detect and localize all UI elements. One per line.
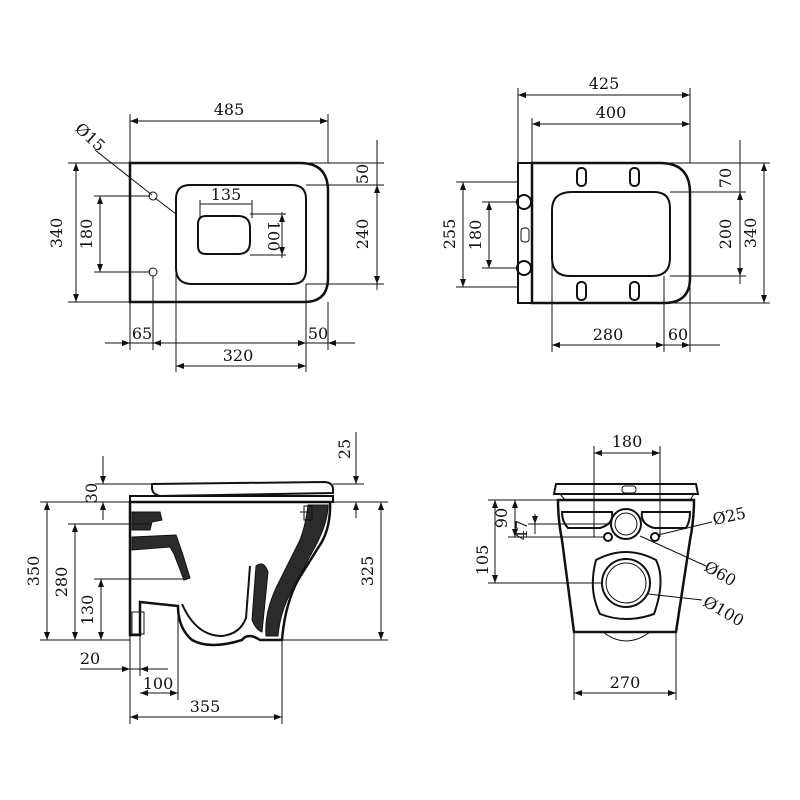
seat-hinge-bar bbox=[517, 162, 533, 304]
rear-seat bbox=[552, 483, 700, 495]
side-section-front bbox=[251, 563, 269, 633]
inlet-diameter-label: Ø60 bbox=[701, 557, 739, 590]
seat-front-gap-dimension: 70 bbox=[716, 168, 735, 188]
outlet-diameter-label: Ø100 bbox=[700, 592, 747, 630]
seat-outline bbox=[530, 161, 692, 305]
seat-view: 425 400 255 180 70 200 340 bbox=[440, 74, 770, 352]
side-view: 25 30 350 280 130 325 bbox=[24, 432, 388, 724]
rear-fixing-hole bbox=[650, 532, 660, 542]
seat-opening-length-dimension: 280 bbox=[593, 325, 624, 344]
hole-diameter-label: Ø15 bbox=[71, 119, 109, 156]
right-depth-dimension: 240 bbox=[353, 219, 372, 250]
top-view-bowl-rim bbox=[175, 184, 307, 285]
bowl-depth-dimension: 100 bbox=[264, 221, 283, 252]
seat-depth-dimension: 340 bbox=[741, 218, 760, 249]
opening-offset-dimension: 50 bbox=[308, 324, 328, 343]
fixing-hole-diameter-label: Ø25 bbox=[711, 503, 748, 529]
seat-thickness-dimension: 25 bbox=[335, 439, 354, 459]
seat-width-dimension: 400 bbox=[596, 103, 627, 122]
top-width-dimension: 485 bbox=[214, 100, 245, 119]
bowl-width-dimension: 135 bbox=[211, 185, 242, 204]
rear-base-width-dimension: 270 bbox=[610, 673, 641, 692]
side-bowl-shell bbox=[128, 500, 332, 647]
hole-spacing-dimension: 180 bbox=[77, 219, 96, 250]
bowl-height-dimension: 325 bbox=[358, 556, 377, 587]
seat-hinge bbox=[516, 194, 532, 210]
seat-bumper bbox=[629, 167, 640, 187]
top-depth-dimension: 340 bbox=[47, 218, 66, 249]
hole-offset-dimension: 65 bbox=[132, 324, 152, 343]
seat-bumper bbox=[629, 281, 640, 301]
top-view: 485 Ø15 135 100 340 180 bbox=[47, 100, 384, 372]
seat-height-dimension: 30 bbox=[82, 483, 101, 503]
side-bowl-interior bbox=[181, 565, 251, 638]
rear-fixing-hole bbox=[603, 532, 613, 542]
rear-offset-dimension: 50 bbox=[353, 164, 372, 184]
seat-bumper bbox=[576, 167, 587, 187]
seat-hinge bbox=[516, 260, 532, 276]
seat-overall-width-dimension: 425 bbox=[589, 74, 620, 93]
seat-opening-width-dimension: 200 bbox=[716, 219, 735, 250]
rear-inlet-offset-dimension: 90 bbox=[492, 508, 511, 528]
pipe-length-dimension: 100 bbox=[143, 674, 174, 693]
total-height-dimension: 350 bbox=[24, 556, 43, 587]
rear-view: 180 90 47 105 Ø25 Ø60 Ø100 270 bbox=[473, 432, 748, 700]
seat-front-offset-dimension: 60 bbox=[668, 325, 688, 344]
top-view-water-area bbox=[197, 215, 251, 255]
projection-dimension: 355 bbox=[190, 697, 221, 716]
outlet-height-dimension: 280 bbox=[52, 567, 71, 598]
rear-inlet-height-dimension: 47 bbox=[512, 520, 531, 540]
rear-outlet-frame bbox=[591, 551, 662, 620]
top-view-fixing-hole bbox=[148, 267, 158, 277]
side-seat-lid bbox=[151, 480, 334, 498]
seat-bumper bbox=[576, 281, 587, 301]
outlet-offset-dimension: 20 bbox=[80, 649, 100, 668]
hinge-span-dimension: 255 bbox=[440, 219, 459, 250]
opening-length-dimension: 320 bbox=[223, 346, 254, 365]
rear-body-outline bbox=[556, 498, 696, 634]
fixing-spacing-dimension: 180 bbox=[466, 220, 485, 251]
side-section-outlet bbox=[131, 534, 191, 581]
seat-opening bbox=[551, 191, 671, 277]
top-view-outline bbox=[128, 161, 330, 304]
rear-fixing-spacing-dimension: 180 bbox=[612, 432, 643, 451]
side-section-inlet bbox=[131, 511, 163, 531]
rear-outlet-offset-dimension: 105 bbox=[473, 545, 492, 576]
rear-outlet bbox=[601, 558, 651, 608]
seat-center-clip bbox=[520, 227, 530, 243]
side-section-rim bbox=[265, 504, 329, 637]
rear-seat-clip bbox=[621, 485, 637, 494]
inlet-height-dimension: 130 bbox=[78, 595, 97, 626]
